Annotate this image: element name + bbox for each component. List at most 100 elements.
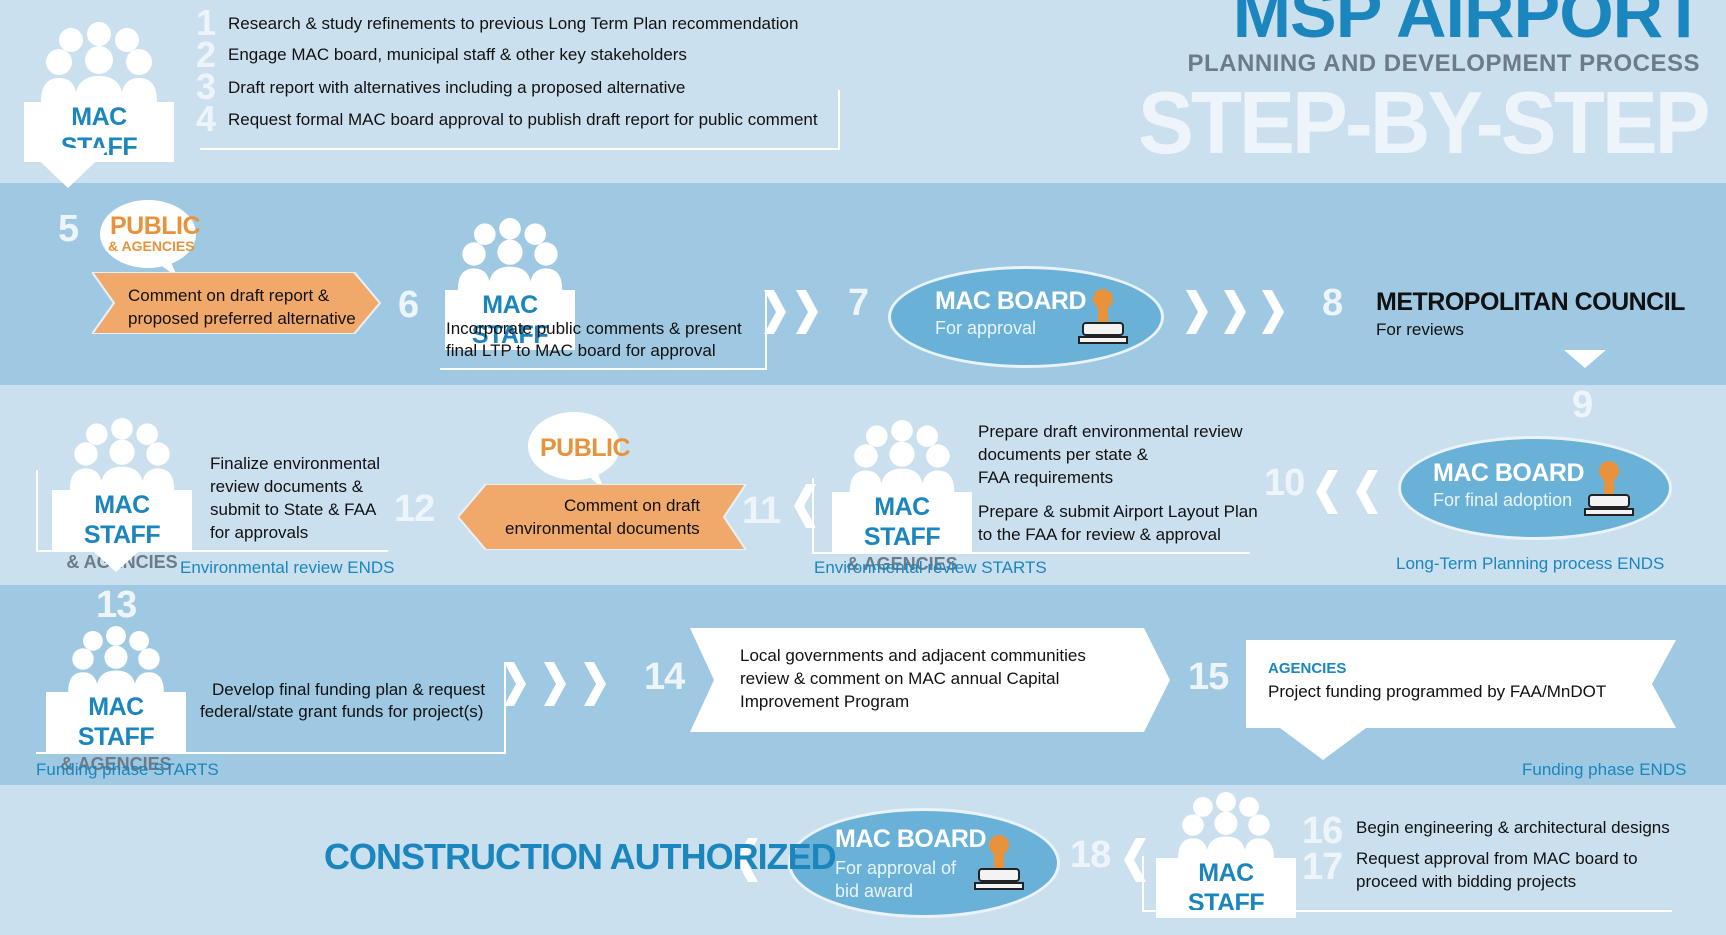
chevron-down-icon [94,552,138,572]
mac-staff-label: MAC STAFF [52,490,192,550]
step-11-arrow [458,484,748,550]
step-11-line1: Comment on draft [564,496,701,515]
step-9-sub: For final adoption [1433,490,1573,510]
agencies-label: AGENCIES [1268,660,1347,677]
step-14-line3: Improvement Program [740,692,910,711]
mac-staff-block-6: MAC STAFF [445,218,575,350]
step-num-15: 15 [1188,656,1229,698]
mac-staff-block-12: MAC STAFF & AGENCIES [52,418,192,574]
step-num-9: 9 [1572,384,1593,426]
step-num-4: 4 [196,98,216,139]
step-13-line1: Develop final funding plan & request [212,680,486,699]
step-6-line2: final LTP to MAC board for approval [446,341,716,360]
stamp-icon [1078,289,1128,344]
step-3-text: Draft report with alternatives including… [228,78,686,97]
mac-board-ellipse-9: MAC BOARD For final adoption [1398,436,1672,540]
public-label: PUBLIC [110,212,201,240]
step-num-1: 1 [196,2,216,43]
step-10-line4: Prepare & submit Airport Layout Plan [978,502,1258,521]
chevron-left-icon [1124,838,1146,882]
chevron-right-icon [764,290,818,334]
step-10-frame [812,478,1250,554]
step-17-line1: Request approval from MAC board to [1356,849,1638,868]
step-12-line2: review documents & [210,477,364,496]
mac-board-label: MAC BOARD [835,825,987,853]
and-agencies-label: & AGENCIES [60,754,172,774]
people-group-icon [1178,792,1274,858]
steps-1-4-frame [200,90,840,150]
band-1 [0,0,1726,183]
step-13-caption: Funding phase STARTS [36,760,219,779]
mac-staff-block-16: MAC STAFF [1156,792,1296,918]
chevron-left-icon [1316,470,1378,514]
step-16-text: Begin engineering & architectural design… [1356,818,1670,837]
stamp-icon [974,835,1024,890]
mac-staff-block-10: MAC STAFF & AGENCIES [832,420,972,576]
step-18-sub1: For approval of [835,858,957,878]
step-12-line3: submit to State & FAA [210,500,377,519]
mac-board-ellipse-18: MAC BOARD For approval of bid award [788,808,1060,918]
chevron-down-icon [1564,350,1606,368]
step-10-line5: to the FAA for review & approval [978,525,1221,544]
people-group-icon [68,626,164,692]
step-12-caption: Environmental review ENDS [180,558,395,577]
construction-authorized: CONSTRUCTION AUTHORIZED [324,836,837,877]
step-num-16: 16 [1302,810,1343,852]
chevron-right-icon [504,662,606,706]
step-13-frame [36,662,506,754]
step-10-line3: FAA requirements [978,468,1114,487]
title-sub: PLANNING AND DEVELOPMENT PROCESS [1187,50,1700,77]
people-group-icon [849,420,955,492]
step-num-18: 18 [1070,834,1111,876]
step-num-7: 7 [848,282,869,324]
step-2-text: Engage MAC board, municipal staff & othe… [228,45,687,64]
step-14-line2: review & comment on MAC annual Capital [740,669,1060,688]
people-group-icon [69,418,175,490]
title-main: MSP AIRPORT [1232,0,1705,52]
mac-staff-block-13: MAC STAFF & AGENCIES [46,626,186,776]
step-num-17: 17 [1302,846,1343,888]
step-num-13: 13 [96,584,137,626]
stamp-icon [1584,461,1634,516]
step-7-sub: For approval [935,318,1037,338]
step-15-box [1246,640,1676,760]
mac-board-ellipse-7: MAC BOARD For approval [888,266,1164,368]
step-1-text: Research & study refinements to previous… [228,14,799,33]
step-12-line1: Finalize environmental [210,454,381,473]
public-agencies-bubble: PUBLIC & AGENCIES [98,198,201,278]
step-num-10: 10 [1264,462,1305,504]
and-agencies-label: & AGENCIES [846,554,958,574]
step-6-line1: Incorporate public comments & present [446,319,742,338]
step-num-6: 6 [398,284,419,326]
step-num-3: 3 [196,66,216,107]
step-14-line1: Local governments and adjacent communiti… [740,646,1086,665]
step-8-sub: For reviews [1376,320,1464,339]
step-num-11: 11 [742,490,781,532]
chevron-left-icon [736,838,758,882]
title-big: STEP-BY-STEP [1138,73,1711,172]
mac-staff-block-1: MAC STAFF [24,22,174,162]
public-agencies-label: & AGENCIES [108,238,195,254]
step-num-12: 12 [394,488,435,530]
public-bubble-11: PUBLIC [526,410,631,490]
chevron-down-icon [26,148,110,188]
step-14-box [690,628,1170,732]
step-num-5: 5 [58,208,79,250]
step-num-2: 2 [196,34,216,75]
step-18-sub2: bid award [835,881,914,901]
mac-staff-label: MAC STAFF [445,290,575,350]
public-label: PUBLIC [540,434,631,462]
step-num-8: 8 [1322,282,1343,324]
mac-staff-label: MAC STAFF [46,692,186,752]
step-13-line2: federal/state grant funds for project(s) [200,702,484,721]
mac-staff-label: MAC STAFF [832,492,972,552]
step-15-text: Project funding programmed by FAA/MnDOT [1268,682,1607,701]
step-10-line2: documents per state & [978,445,1149,464]
step-5-arrow [92,272,382,334]
step-5-line1: Comment on draft report & [128,286,330,305]
step-12-line4: for approvals [210,523,309,542]
step-4-text: Request formal MAC board approval to pub… [228,110,818,129]
step-12-frame [36,470,388,552]
step-9-caption: Long-Term Planning process ENDS [1396,554,1665,573]
step-num-14: 14 [644,656,685,698]
